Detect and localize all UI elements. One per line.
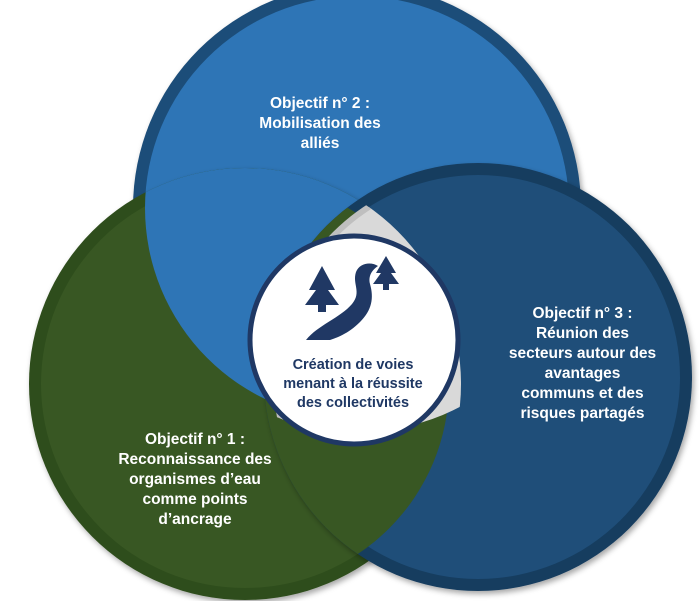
objective-3-line: Objectif n° 3 : bbox=[532, 305, 633, 322]
objective-3-line: Réunion des bbox=[535, 325, 629, 342]
center-line: des collectivités bbox=[296, 395, 410, 411]
objective-3-line: secteurs autour des bbox=[508, 345, 657, 362]
objective-2-line: Mobilisation des bbox=[259, 115, 381, 132]
objective-3-line: communs et des bbox=[521, 385, 644, 402]
objective-1-line: Objectif n° 1 : bbox=[144, 431, 246, 448]
center-label: Création de voies menant à la réussite d… bbox=[248, 356, 458, 413]
objective-1-line: organismes d’eau bbox=[129, 471, 261, 488]
objective-3-line: avantages bbox=[544, 365, 621, 382]
objective-2-label: Objectif n° 2 : Mobilisation des alliés bbox=[210, 94, 430, 154]
objective-1-line: Reconnaissance des bbox=[118, 451, 272, 468]
center-medallion bbox=[247, 233, 461, 447]
center-line: Création de voies bbox=[292, 357, 414, 373]
objective-2-line: alliés bbox=[300, 135, 340, 152]
objective-3-label: Objectif n° 3 : Réunion des secteurs aut… bbox=[465, 304, 699, 424]
objective-1-line: d’ancrage bbox=[158, 511, 232, 528]
objective-1-label: Objectif n° 1 : Reconnaissance des organ… bbox=[80, 430, 310, 530]
objective-3-line: risques partagés bbox=[520, 405, 645, 422]
road-with-trees-icon bbox=[305, 256, 399, 340]
objective-2-line: Objectif n° 2 : bbox=[269, 95, 371, 112]
center-line: menant à la réussite bbox=[283, 376, 423, 392]
objective-1-line: comme points bbox=[142, 491, 248, 508]
